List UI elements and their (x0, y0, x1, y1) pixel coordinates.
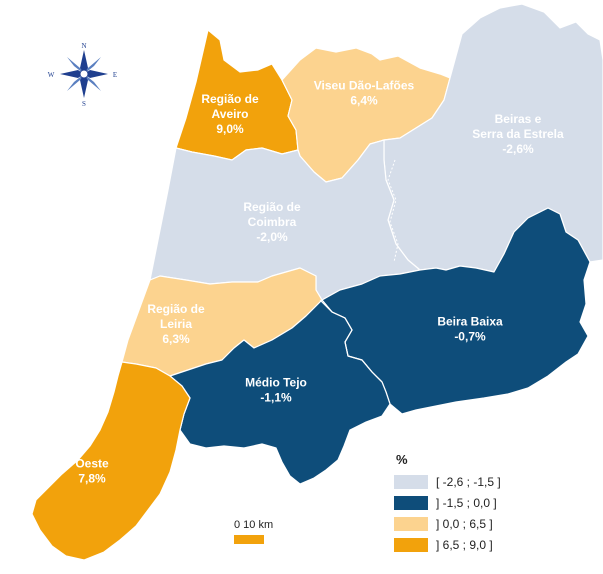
legend-item: [ -2,6 ; -1,5 ] (394, 473, 564, 490)
legend-item: ] -1,5 ; 0,0 ] (394, 494, 564, 511)
region-value: -1,1% (260, 391, 292, 405)
legend-label: ] -1,5 ; 0,0 ] (436, 495, 497, 510)
boundary-line (387, 159, 399, 263)
legend-label: ] 6,5 ; 9,0 ] (436, 537, 493, 552)
legend: % [ -2,6 ; -1,5 ] ] -1,5 ; 0,0 ] ] 0,0 ; 6… (394, 452, 564, 557)
region-name: Serra da Estrela (472, 127, 564, 141)
region-value: 6,4% (350, 94, 378, 108)
legend-swatch (394, 474, 428, 489)
region-name: Beiras e (495, 112, 542, 126)
region-name: Região de (201, 92, 259, 106)
region-value: 7,8% (78, 472, 106, 486)
region-name: Coimbra (248, 215, 297, 229)
region-oeste (31, 361, 191, 561)
compass-n: N (81, 42, 86, 50)
compass-e: E (113, 71, 117, 79)
legend-item: ] 6,5 ; 9,0 ] (394, 536, 564, 553)
region-name: Médio Tejo (245, 376, 307, 390)
legend-swatch (394, 537, 428, 552)
region-name: Região de (243, 200, 301, 214)
region-name: Viseu Dão-Lafões (314, 79, 415, 93)
region-value: 6,3% (162, 332, 190, 346)
compass-s: S (82, 100, 86, 108)
region-name: Aveiro (212, 107, 249, 121)
legend-swatch (394, 495, 428, 510)
region-name: Região de (147, 302, 205, 316)
legend-label: ] 0,0 ; 6,5 ] (436, 516, 493, 531)
legend-swatch (394, 516, 428, 531)
scale-bar: 0 10 km (234, 519, 294, 544)
legend-label: [ -2,6 ; -1,5 ] (436, 474, 501, 489)
compass-rose-icon: N S E W (48, 42, 117, 108)
region-value: -0,7% (454, 330, 486, 344)
region-value: -2,0% (256, 230, 288, 244)
regions-layer (31, 3, 603, 561)
compass-w: W (48, 71, 55, 79)
region-name: Oeste (75, 457, 109, 471)
legend-item: ] 0,0 ; 6,5 ] (394, 515, 564, 532)
region-name: Beira Baixa (437, 315, 503, 329)
region-value: -2,6% (502, 142, 534, 156)
scale-bar-swatch (234, 535, 264, 544)
legend-title: % (396, 452, 408, 467)
region-name: Leiria (160, 317, 192, 331)
region-medio-tejo (169, 299, 391, 485)
scale-label: 0 10 km (234, 519, 274, 531)
region-value: 9,0% (216, 122, 244, 136)
boundary-line (319, 299, 383, 383)
